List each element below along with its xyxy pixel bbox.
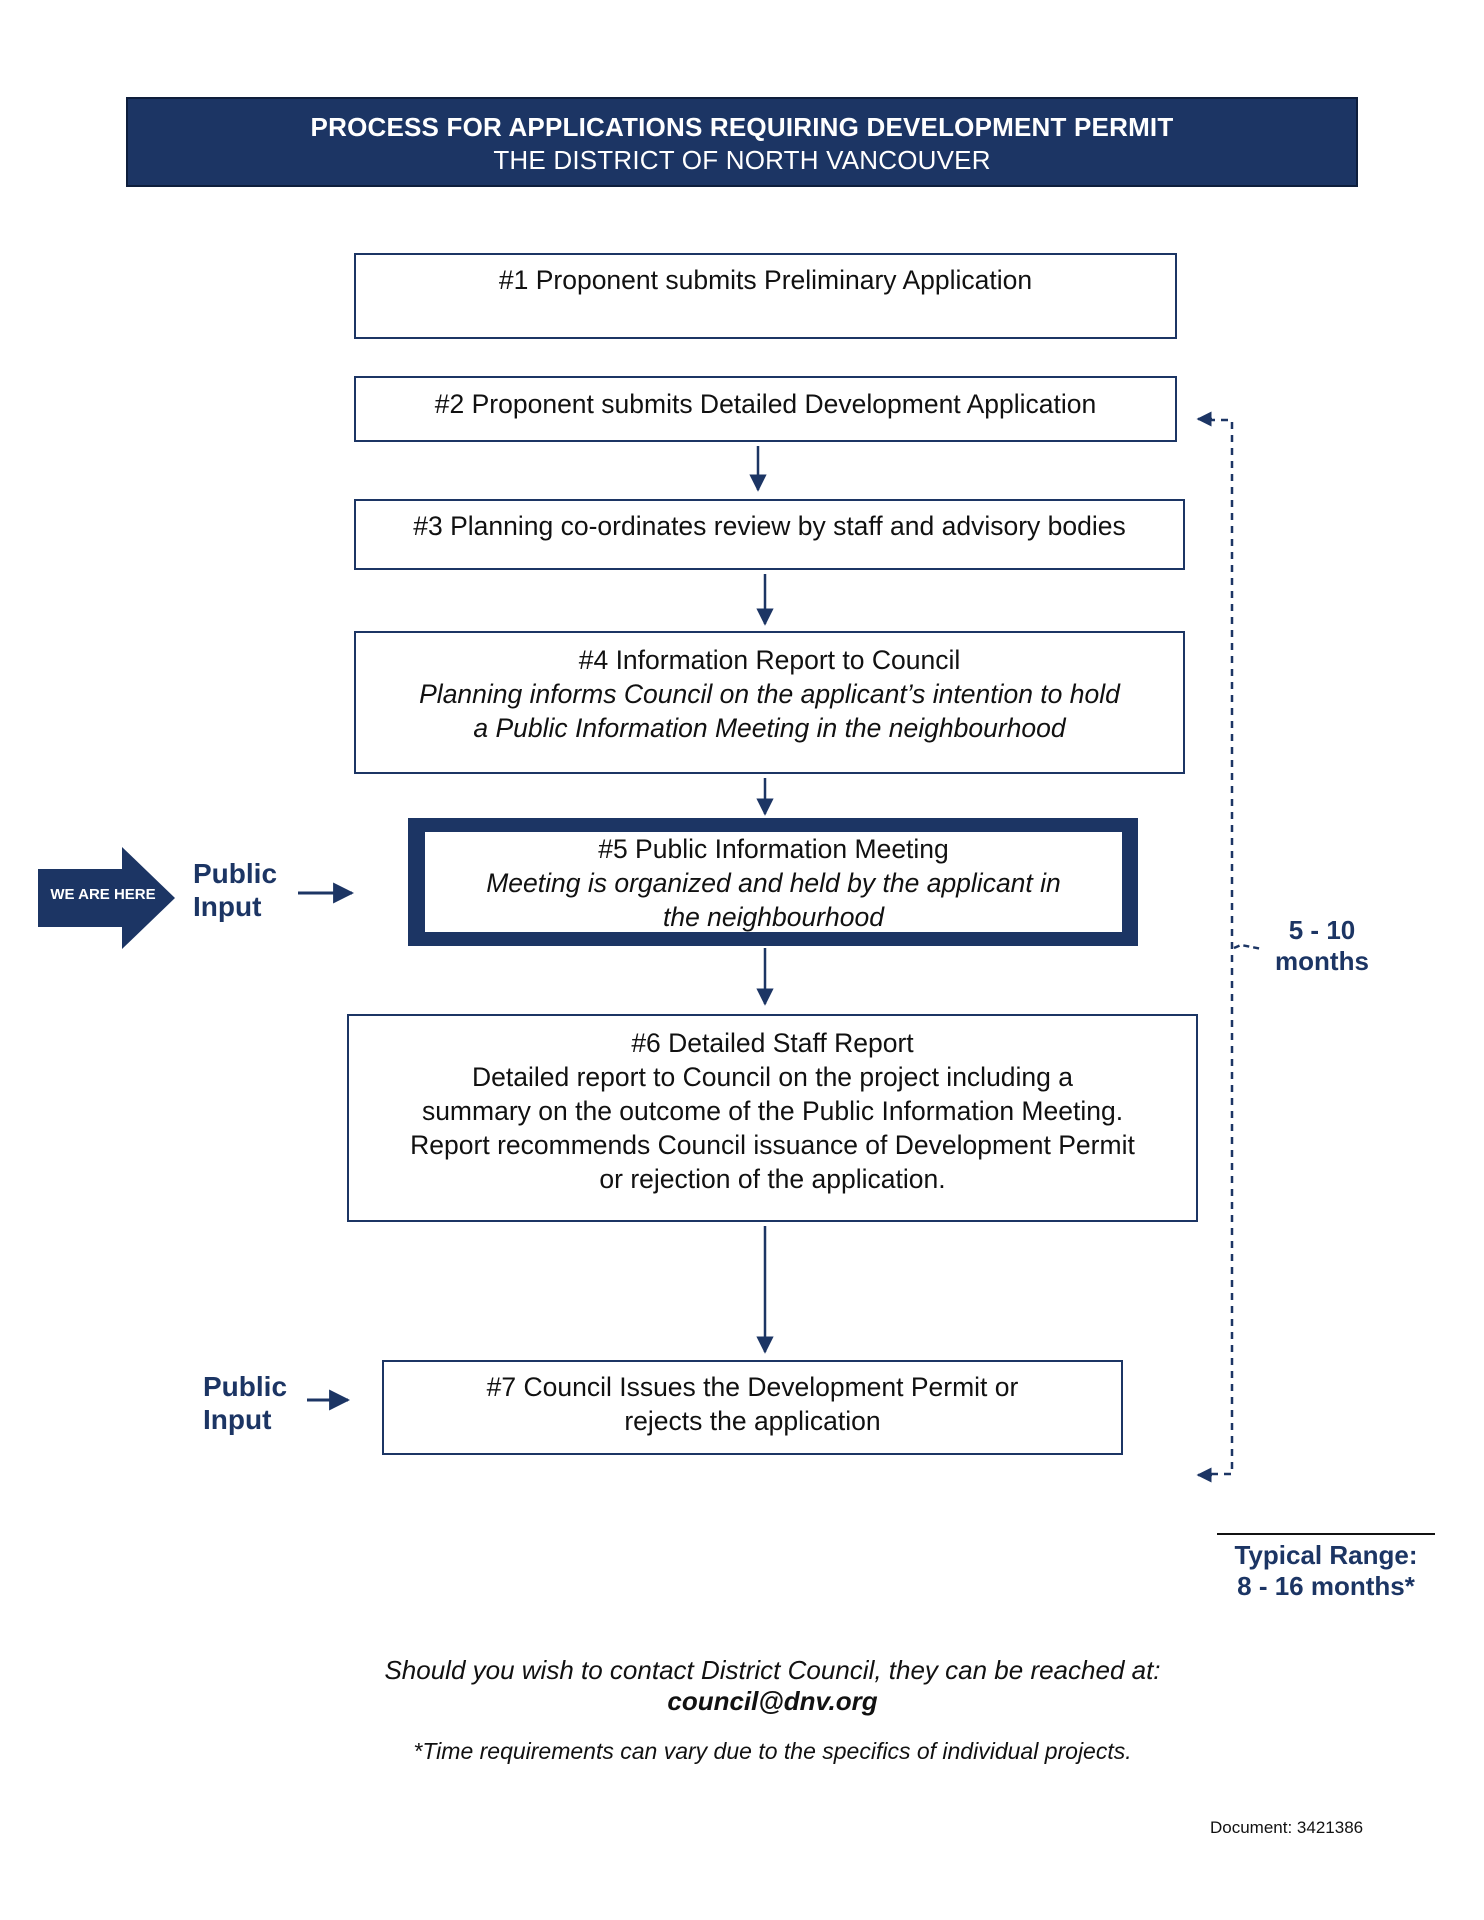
step-3-heading: #3 Planning co-ordinates review by staff… — [413, 511, 1126, 541]
document-number: Document: 3421386 — [1210, 1818, 1364, 1837]
step-5-box: #5 Public Information Meeting Meeting is… — [425, 832, 1122, 932]
step-5-heading: #5 Public Information Meeting — [598, 834, 949, 864]
step-4-detail-line: Planning informs Council on the applican… — [419, 679, 1120, 709]
step-6-heading: #6 Detailed Staff Report — [631, 1028, 914, 1058]
we-are-here-marker: WE ARE HERE — [38, 847, 176, 949]
step-4-box: #4 Information Report to Council Plannin… — [354, 631, 1185, 774]
typical-range-rule — [1217, 1533, 1435, 1535]
page-header: PROCESS FOR APPLICATIONS REQUIRING DEVEL… — [126, 97, 1358, 187]
public-input-label-step5: Public Input — [193, 857, 277, 923]
step-6-detail-line: Detailed report to Council on the projec… — [471, 1062, 1074, 1092]
contact-email: council@dnv.org — [667, 1686, 878, 1716]
we-are-here-arrow-icon — [38, 847, 175, 949]
step-4-heading: #4 Information Report to Council — [578, 645, 961, 675]
step-5-detail-line: the neighbourhood — [662, 902, 885, 932]
footnote: *Time requirements can vary due to the s… — [413, 1738, 1132, 1764]
bracket-range-line1: 5 - 10 — [1288, 915, 1356, 945]
public-input-line2: Input — [193, 891, 262, 922]
bracket-mid-tick — [1233, 943, 1263, 951]
step-5-detail-line: Meeting is organized and held by the app… — [486, 868, 1061, 898]
timeline-bracket — [1208, 418, 1234, 1476]
typical-range-label: Typical Range: 8 - 16 months* — [1217, 1540, 1435, 1602]
step-7-box: #7 Council Issues the Development Permit… — [382, 1360, 1123, 1455]
step-3-box: #3 Planning co-ordinates review by staff… — [354, 499, 1185, 570]
public-input-line1: Public — [193, 858, 278, 889]
step-1-box: #1 Proponent submits Preliminary Applica… — [354, 253, 1177, 339]
typical-range-line1: Typical Range: — [1234, 1540, 1418, 1570]
public-input-line1: Public — [203, 1371, 288, 1402]
step-6-detail-line: summary on the outcome of the Public Inf… — [421, 1096, 1124, 1126]
bracket-range-line2: months — [1275, 946, 1369, 976]
step-7-detail-line: rejects the application — [624, 1406, 881, 1436]
step-2-box: #2 Proponent submits Detailed Developmen… — [354, 376, 1177, 442]
step-1-heading: #1 Proponent submits Preliminary Applica… — [498, 265, 1033, 295]
header-title: PROCESS FOR APPLICATIONS REQUIRING DEVEL… — [310, 112, 1174, 142]
public-input-label-step7: Public Input — [203, 1370, 287, 1436]
contact-text: Should you wish to contact District Coun… — [384, 1655, 1161, 1685]
header-subtitle: THE DISTRICT OF NORTH VANCOUVER — [493, 145, 991, 175]
public-input-line2: Input — [203, 1404, 272, 1435]
typical-range-line2: 8 - 16 months* — [1237, 1571, 1415, 1601]
step-6-detail-line: or rejection of the application. — [599, 1164, 946, 1194]
we-are-here-label: WE ARE HERE — [50, 886, 156, 903]
bracket-range-label: 5 - 10 months — [1252, 915, 1392, 977]
step-6-detail-line: Report recommends Council issuance of De… — [410, 1130, 1135, 1160]
step-7-heading: #7 Council Issues the Development Permit… — [486, 1372, 1019, 1402]
step-4-detail-line: a Public Information Meeting in the neig… — [473, 713, 1066, 743]
step-6-box: #6 Detailed Staff Report Detailed report… — [347, 1014, 1198, 1222]
step-2-heading: #2 Proponent submits Detailed Developmen… — [434, 389, 1097, 419]
